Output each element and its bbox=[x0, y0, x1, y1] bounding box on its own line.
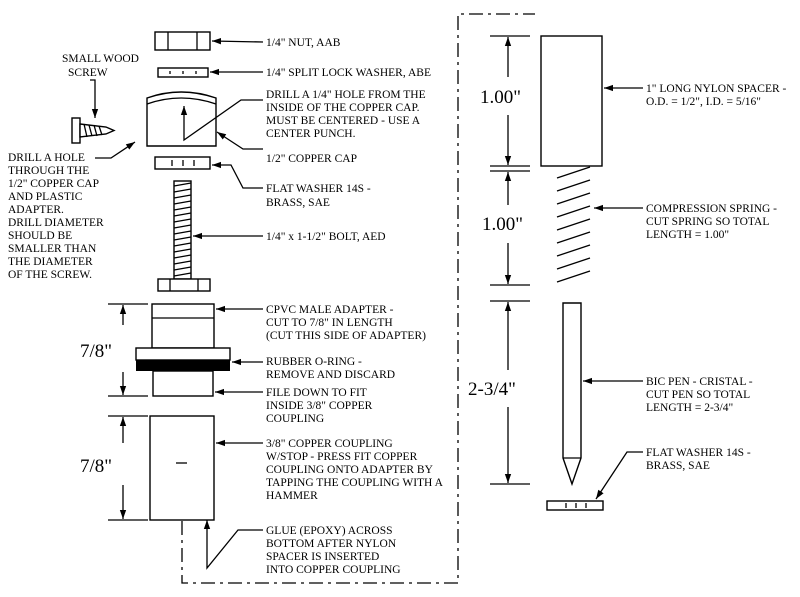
cpvc-adapter bbox=[135, 303, 231, 397]
copper-cap-label: 1/2" COPPER CAP bbox=[266, 153, 357, 165]
coupling-dimension bbox=[108, 415, 148, 521]
drill-center-label-3: MUST BE CENTERED - USE A bbox=[266, 115, 421, 127]
file-down-label-2: INSIDE 3/8" COPPER bbox=[266, 400, 373, 412]
dashed-separator bbox=[181, 13, 535, 584]
adapter-dimension-label: 7/8" bbox=[80, 341, 112, 362]
spring-label-1: COMPRESSION SPRING - bbox=[646, 203, 777, 215]
wood-screw bbox=[71, 117, 116, 144]
wood-screw-label-2: SCREW bbox=[68, 67, 108, 79]
coupling-dimension-label: 7/8" bbox=[80, 456, 112, 477]
drill-side-label-6: DRILL DIAMETER bbox=[8, 217, 104, 229]
pen-dimension bbox=[490, 300, 530, 485]
coupling-label-3: COUPLING ONTO ADAPTER BY bbox=[266, 464, 434, 476]
drill-side-label-3: 1/2" COPPER CAP bbox=[8, 178, 99, 190]
drill-side-label-1: DRILL A HOLE bbox=[8, 152, 85, 164]
cpvc-label-3: (CUT THIS SIDE OF ADAPTER) bbox=[266, 330, 426, 342]
pen-label-3: LENGTH = 2-3/4" bbox=[646, 402, 733, 414]
spring-dimension-label: 1.00" bbox=[482, 214, 523, 235]
spacer-label-1: 1" LONG NYLON SPACER - bbox=[646, 83, 787, 95]
wood-screw-label-1: SMALL WOOD bbox=[62, 53, 139, 65]
bic-pen bbox=[562, 302, 582, 487]
glue-leader bbox=[203, 520, 263, 570]
cpvc-label-1: CPVC MALE ADAPTER - bbox=[266, 304, 394, 316]
spring-label-3: LENGTH = 1.00" bbox=[646, 229, 729, 241]
drill-center-leader bbox=[180, 99, 263, 142]
nylon-spacer bbox=[540, 35, 603, 167]
spring-label-2: CUT SPRING SO TOTAL bbox=[646, 216, 769, 228]
drill-side-label-10: OF THE SCREW. bbox=[8, 269, 92, 281]
drill-center-label-1: DRILL A 1/4" HOLE FROM THE bbox=[266, 89, 426, 101]
nut-label: 1/4" NUT, AAB bbox=[266, 37, 341, 49]
drill-side-label-9: THE DIAMETER bbox=[8, 256, 93, 268]
oring-label-2: REMOVE AND DISCARD bbox=[266, 369, 395, 381]
glue-label-3: SPACER IS INSERTED bbox=[266, 551, 379, 563]
copper-coupling bbox=[149, 415, 215, 521]
flat-washer-top-leader bbox=[212, 161, 263, 189]
spacer-label-2: O.D. = 1/2", I.D. = 5/16" bbox=[646, 96, 761, 108]
cpvc-label-2: CUT TO 7/8" IN LENGTH bbox=[266, 317, 393, 329]
coupling-label-4: TAPPING THE COUPLING WITH A bbox=[266, 477, 444, 489]
drill-center-label-2: INSIDE OF THE COPPER CAP. bbox=[266, 102, 420, 114]
glue-label-2: BOTTOM AFTER NYLON bbox=[266, 538, 397, 550]
drill-side-leader bbox=[95, 141, 136, 159]
drill-side-label-4: AND PLASTIC bbox=[8, 191, 83, 203]
spring-dimension bbox=[490, 170, 530, 286]
coupling-label-1: 3/8" COPPER COUPLING bbox=[266, 438, 393, 450]
flat-washer-bottom-leader bbox=[595, 451, 643, 500]
nut-leader bbox=[211, 38, 264, 45]
flat-washer-bottom-label-2: BRASS, SAE bbox=[646, 460, 710, 472]
lock-washer-label: 1/4" SPLIT LOCK WASHER, ABE bbox=[266, 67, 431, 79]
cap-leader bbox=[216, 131, 263, 150]
glue-label-4: INTO COPPER COUPLING bbox=[266, 564, 401, 576]
flat-washer-top bbox=[154, 156, 211, 170]
coupling-label-2: W/STOP - PRESS FIT COPPER bbox=[266, 451, 418, 463]
file-down-label-1: FILE DOWN TO FIT bbox=[266, 387, 367, 399]
flat-washer-bottom bbox=[546, 500, 604, 511]
flat-washer-top-label-1: FLAT WASHER 14S - bbox=[266, 183, 371, 195]
bolt-label: 1/4" x 1-1/2" BOLT, AED bbox=[266, 231, 386, 243]
bolt bbox=[157, 180, 211, 292]
drill-side-label-2: THROUGH THE bbox=[8, 165, 89, 177]
pen-label-1: BIC PEN - CRISTAL - bbox=[646, 376, 753, 388]
file-down-label-3: COUPLING bbox=[266, 413, 324, 425]
flat-washer-bottom-label-1: FLAT WASHER 14S - bbox=[646, 447, 751, 459]
pen-label-2: CUT PEN SO TOTAL bbox=[646, 389, 750, 401]
copper-cap bbox=[146, 91, 217, 147]
glue-label-1: GLUE (EPOXY) ACROSS bbox=[266, 525, 393, 537]
spacer-dimension-label: 1.00" bbox=[480, 87, 521, 108]
drill-side-label-7: SHOULD BE bbox=[8, 230, 72, 242]
flat-washer-top-label-2: BRASS, SAE bbox=[266, 197, 330, 209]
oring-label-1: RUBBER O-RING - bbox=[266, 356, 362, 368]
drill-center-label-4: CENTER PUNCH. bbox=[266, 128, 356, 140]
screw-leader bbox=[90, 79, 99, 118]
split-lock-washer bbox=[157, 67, 209, 78]
drill-side-label-8: SMALLER THAN bbox=[8, 243, 97, 255]
coupling-label-5: HAMMER bbox=[266, 490, 318, 502]
adapter-dimension bbox=[108, 303, 148, 397]
nut bbox=[154, 31, 211, 51]
spacer-dimension bbox=[490, 35, 530, 167]
pen-dimension-label: 2-3/4" bbox=[468, 379, 516, 400]
drill-side-label-5: ADAPTER. bbox=[8, 204, 64, 216]
compression-spring bbox=[556, 166, 591, 283]
